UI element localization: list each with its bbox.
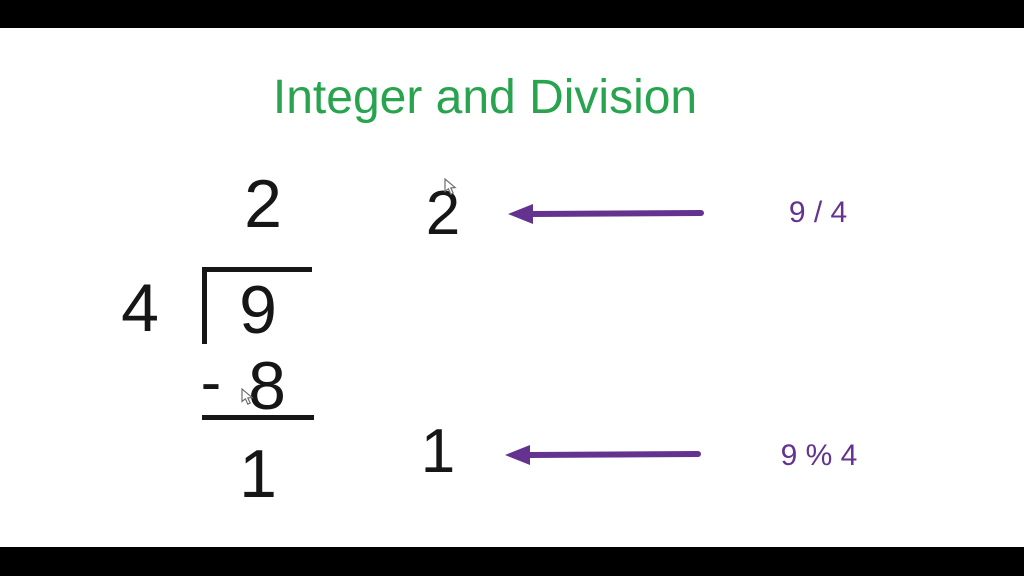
minus-sign: -: [200, 348, 222, 417]
letterbox-top-bar: [0, 0, 1024, 28]
long-division-subtrahend: 8: [248, 348, 286, 424]
left-arrow-icon: [505, 445, 701, 465]
long-division-divisor: 4: [121, 270, 159, 346]
quotient-expression-label: 9 / 4: [788, 196, 848, 229]
left-arrow-icon: [508, 204, 704, 224]
remainder-result-value: 1: [420, 417, 456, 486]
mouse-pointer-icon: [241, 388, 254, 405]
long-division-quotient: 2: [244, 166, 282, 242]
division-bracket: [202, 267, 312, 344]
mouse-pointer-icon: [444, 178, 457, 195]
long-division-dividend: 9: [239, 272, 277, 348]
quotient-result-value: 2: [425, 179, 461, 248]
remainder-expression-label: 9 % 4: [780, 439, 858, 472]
letterbox-bottom-bar: [0, 547, 1024, 576]
subtraction-rule-line: [202, 415, 314, 420]
long-division-remainder: 1: [239, 436, 277, 512]
page-title: Integer and Division: [272, 71, 698, 124]
